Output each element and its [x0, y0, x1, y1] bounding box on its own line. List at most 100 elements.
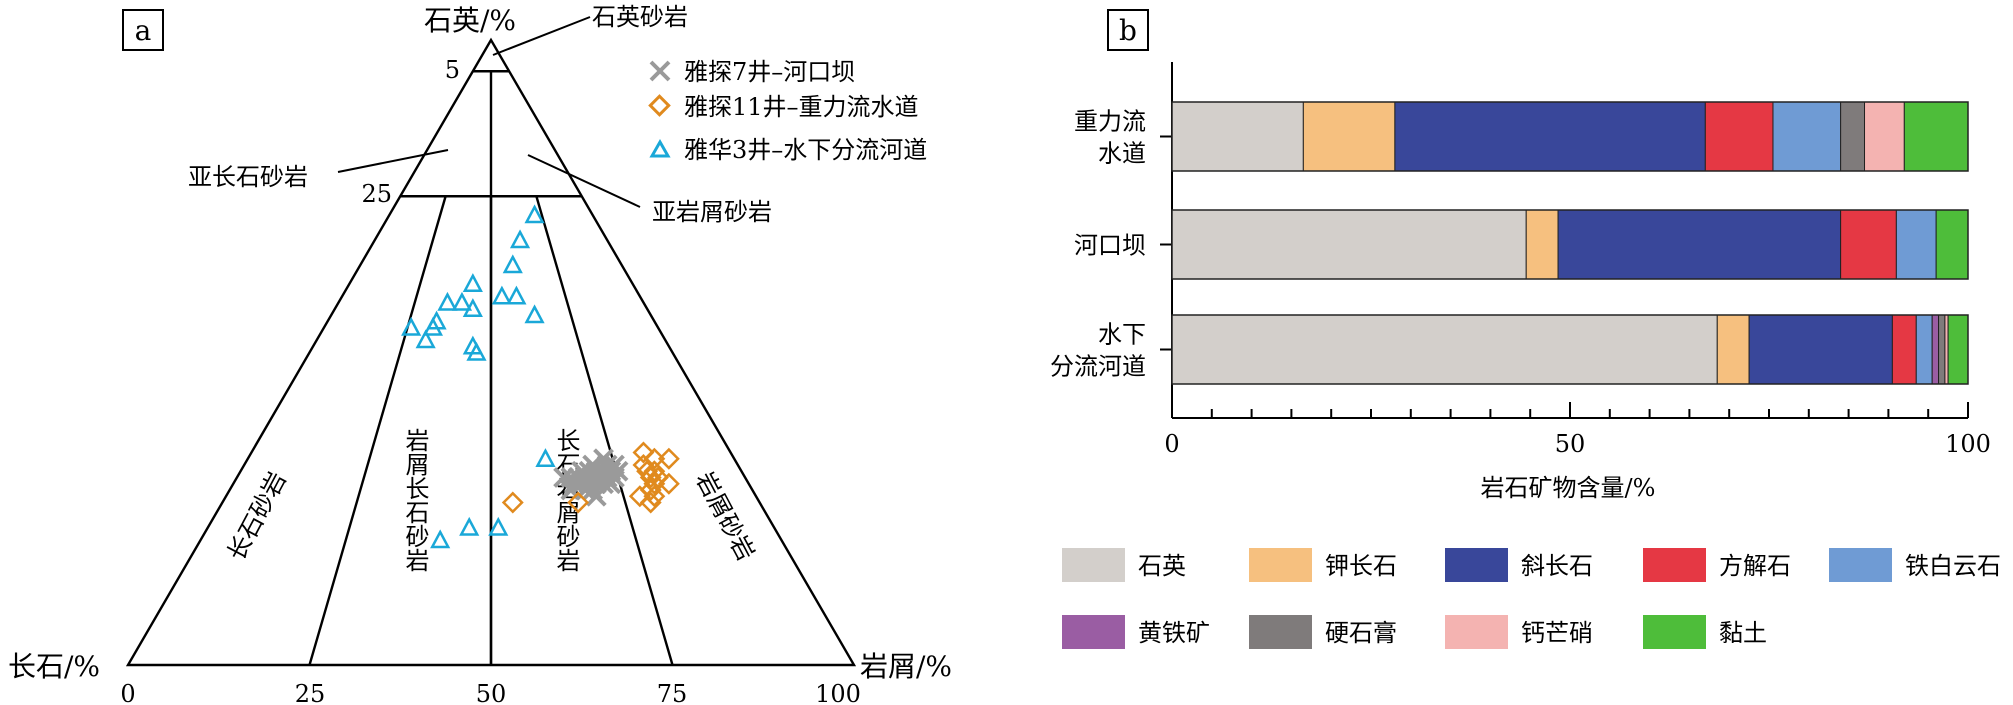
point-triangle-2-15: [466, 341, 487, 361]
bar-seg-2-3: [1891, 314, 1917, 385]
bar-seg-2-1: [1716, 314, 1750, 385]
point-triangle-2-12: [401, 316, 422, 336]
ratio-boundary-0: [308, 195, 447, 666]
legend-item-8: 黏土: [1719, 619, 1767, 647]
point-x-0-28: [607, 460, 629, 482]
point-diamond-1-12: [643, 460, 666, 483]
legend-swatch-6: [1249, 615, 1312, 649]
legend-item-3: 方解石: [1719, 552, 1791, 580]
bar-seg-1-2: [1557, 209, 1842, 280]
bar-series: [1171, 101, 1969, 385]
category-label-2-0: 水下: [1098, 321, 1146, 349]
point-triangle-2-0: [524, 204, 545, 224]
leader-sublitharenite: [527, 154, 641, 208]
x-tick-label-0: 0: [1164, 430, 1179, 458]
point-diamond-1-13: [657, 447, 680, 470]
point-triangle-2-4: [462, 273, 483, 292]
point-triangle-2-18: [459, 516, 480, 536]
apex-label-feldspar: 长石/%: [8, 650, 100, 683]
legend-item-4: 铁白云石: [1905, 552, 2001, 580]
bar-seg-1-8: [1935, 209, 1969, 280]
point-x-0-27: [589, 467, 611, 488]
field-subarkose: 亚长石砂岩: [188, 163, 308, 191]
legend-swatch-0: [1062, 548, 1125, 582]
tick-bottom-100: 100: [815, 680, 861, 705]
apex-label-quartz: 石英/%: [424, 4, 516, 37]
point-triangle-2-8: [524, 304, 545, 324]
tick-bottom-0: 0: [120, 680, 135, 705]
point-triangle-2-6: [462, 298, 483, 317]
ternary-points: [401, 204, 680, 549]
point-triangle-2-2: [502, 254, 523, 274]
bar-seg-1-3: [1840, 209, 1897, 280]
bar-seg-2-5: [1931, 314, 1940, 385]
legend-swatch-7: [1445, 615, 1508, 649]
bar-seg-0-6: [1840, 101, 1866, 172]
tick-bottom-25: 25: [295, 680, 326, 705]
legend-marker-triangle: [649, 138, 671, 158]
x-tick-label-2: 100: [1945, 430, 1991, 458]
legend-item-2: 斜长石: [1521, 552, 1593, 580]
point-diamond-1-10: [657, 472, 680, 495]
legend-item-7: 钙芒硝: [1521, 619, 1593, 647]
category-label-2-1: 分流河道: [1050, 353, 1146, 381]
point-x-0-26: [582, 454, 604, 476]
point-triangle-2-3: [491, 285, 512, 305]
legend-label-1: 雅探11井–重力流水道: [684, 93, 919, 121]
bar-seg-2-8: [1947, 314, 1969, 385]
tick-side-5: 5: [445, 56, 460, 84]
panel-a-label: a: [135, 14, 152, 47]
bar-seg-0-4: [1772, 101, 1842, 172]
bar-outline-0: [1171, 101, 1969, 172]
bar-seg-0-0: [1171, 101, 1304, 172]
legend-swatch-4: [1829, 548, 1892, 582]
category-label-0-0: 重力流: [1074, 108, 1146, 136]
bar-seg-1-4: [1895, 209, 1937, 280]
panel-b-label: b: [1119, 14, 1137, 47]
field-lithic-arkose: 岩屑长石砂岩: [401, 428, 429, 572]
bar-seg-0-7: [1864, 101, 1905, 172]
legend-marker-x: [649, 60, 671, 82]
category-label-1-0: 河口坝: [1074, 232, 1146, 260]
legend-item-6: 硬石膏: [1325, 619, 1397, 647]
panel-b-legend: 石英钾长石斜长石方解石铁白云石黄铁矿硬石膏钙芒硝黏土: [1062, 548, 2001, 649]
point-triangle-2-1: [509, 229, 531, 249]
bar-seg-0-3: [1704, 101, 1774, 172]
apex-label-rock-fragment: 岩屑/%: [860, 650, 952, 683]
point-triangle-2-11: [422, 316, 444, 336]
panel-a-legend: 雅探7井–河口坝 雅探11井–重力流水道 雅华3井–水下分流河道: [648, 58, 927, 164]
point-triangle-2-13: [415, 329, 436, 349]
legend-swatch-8: [1643, 615, 1706, 649]
legend-marker-diamond: [648, 94, 671, 117]
legend-swatch-5: [1062, 615, 1125, 649]
point-diamond-1-11: [628, 485, 651, 508]
field-feldspathic-litharenite: 长石岩屑砂岩: [552, 428, 580, 572]
point-x-0-29: [564, 473, 585, 495]
bar-seg-0-8: [1903, 101, 1969, 172]
ratio-boundary-2: [535, 195, 674, 666]
tick-bottom-75: 75: [657, 680, 688, 705]
point-x-0-24: [553, 467, 575, 488]
legend-item-1: 钾长石: [1325, 552, 1397, 580]
leader-quartz-sandstone: [492, 16, 591, 56]
bar-seg-2-4: [1915, 314, 1933, 385]
leader-subarkose: [337, 149, 449, 173]
bar-seg-0-2: [1394, 101, 1706, 172]
legend-label-0: 雅探7井–河口坝: [684, 58, 855, 86]
point-triangle-2-9: [437, 291, 458, 311]
point-diamond-1-14: [567, 491, 590, 514]
legend-swatch-2: [1445, 548, 1508, 582]
panel-a-label-box: [122, 9, 164, 51]
point-diamond-1-15: [501, 491, 524, 514]
legend-item-0: 石英: [1138, 552, 1186, 580]
point-x-0-23: [571, 460, 593, 482]
point-triangle-2-5: [451, 291, 473, 311]
point-x-0-22: [600, 473, 622, 495]
ternary-frame: [125, 37, 857, 667]
bar-outline-1: [1171, 209, 1969, 280]
legend-label-2: 雅华3井–水下分流河道: [684, 136, 927, 164]
point-triangle-2-16: [535, 448, 556, 467]
tick-bottom-50: 50: [476, 680, 507, 705]
